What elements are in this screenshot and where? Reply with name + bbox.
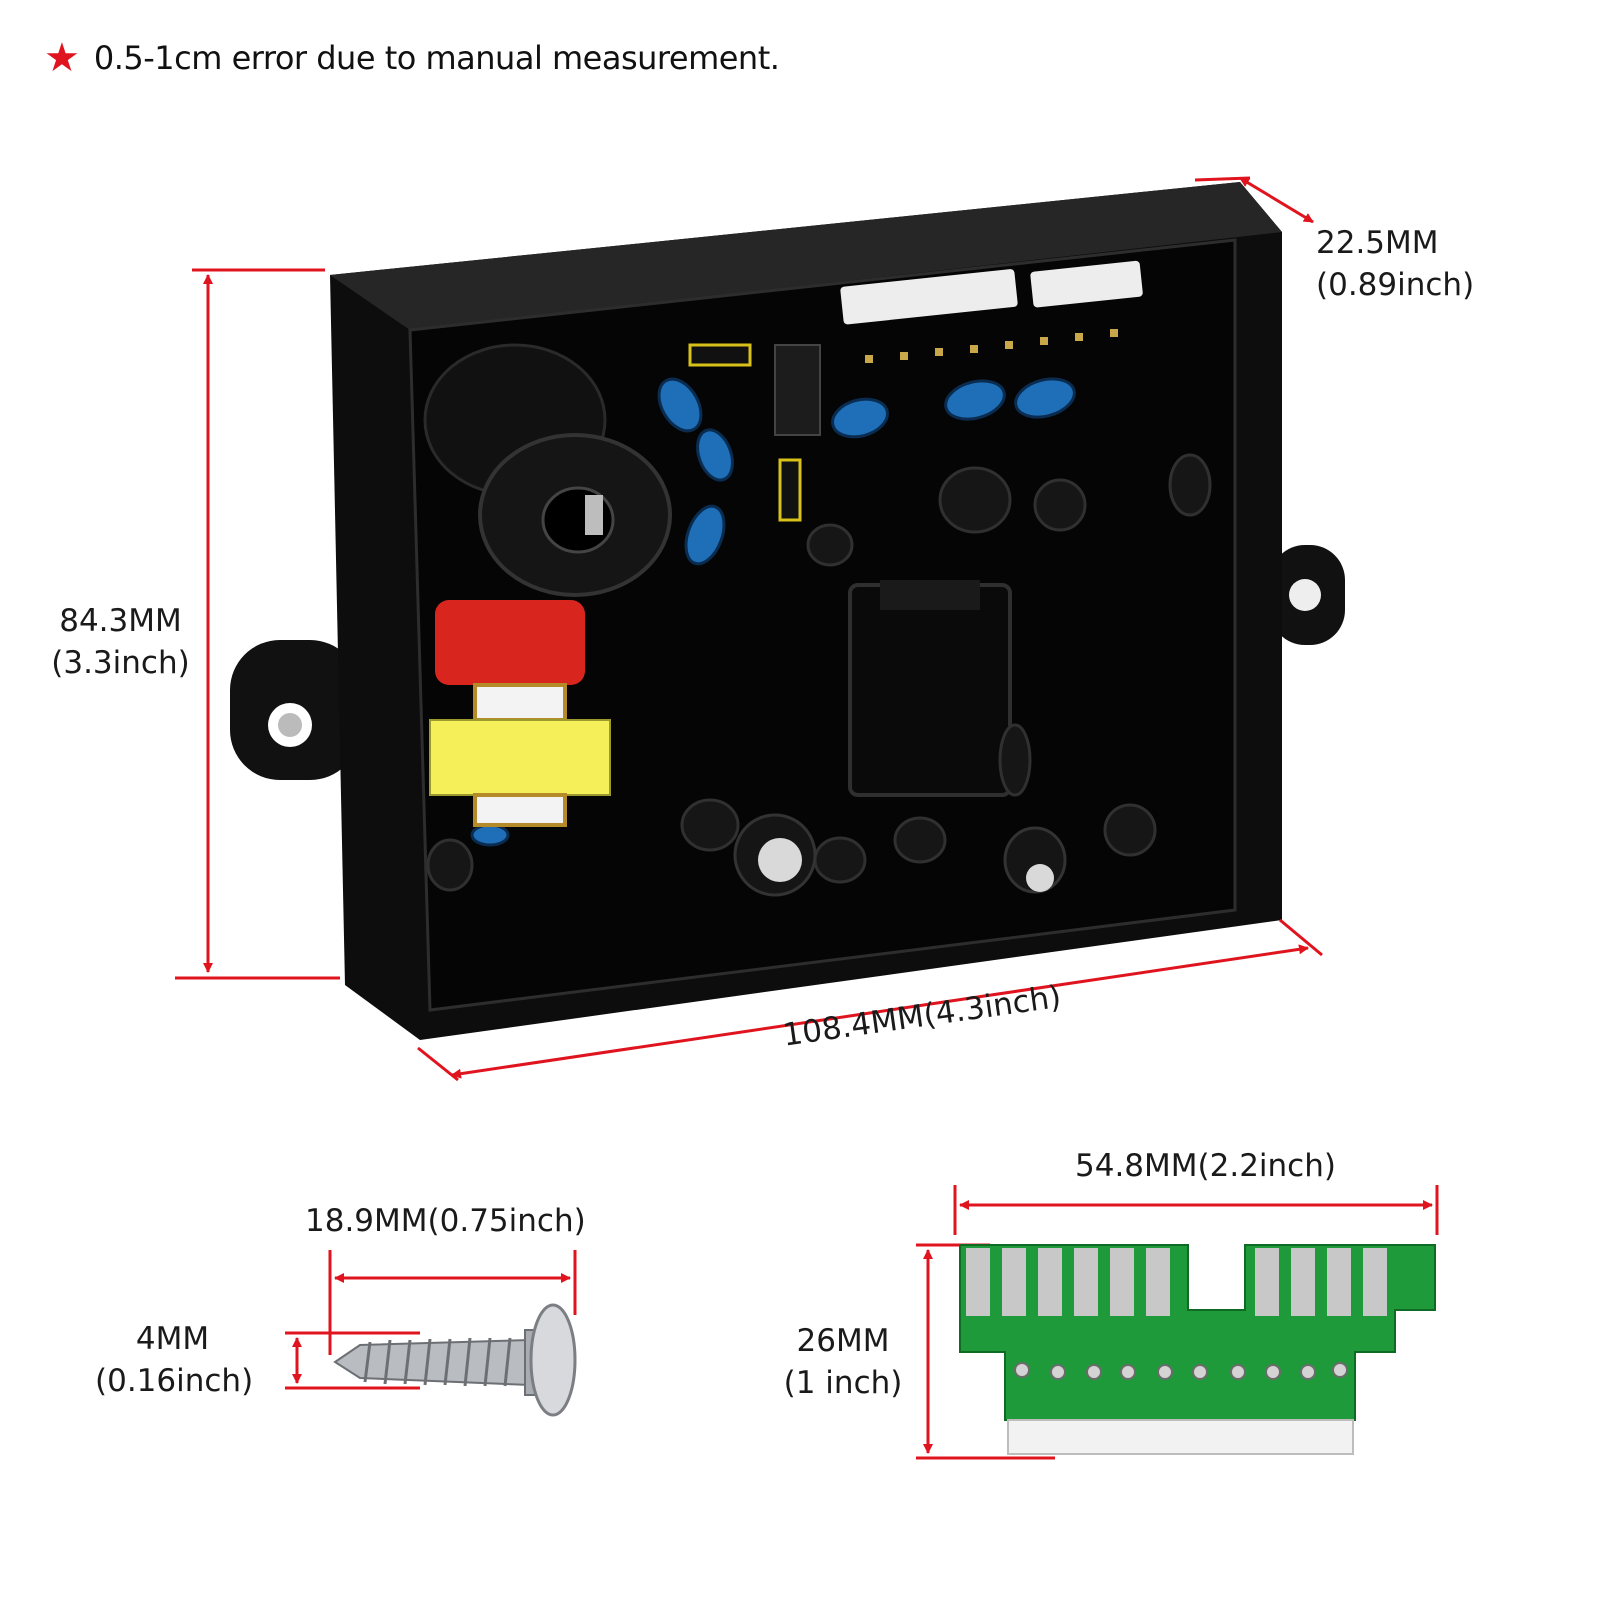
- height-label: 84.3MM (3.3inch): [48, 600, 193, 684]
- mounting-tab-left: [230, 640, 360, 780]
- note-text: 0.5-1cm error due to manual measurement.: [93, 39, 780, 77]
- connector-height-label: 26MM (1 inch): [783, 1320, 903, 1404]
- mounting-tab-right: [1270, 545, 1345, 645]
- depth-label: 22.5MM (0.89inch): [1316, 222, 1474, 306]
- control-board: [230, 182, 1345, 1040]
- screw: [333, 1303, 577, 1417]
- screw-diameter-inch: (0.16inch): [95, 1363, 254, 1399]
- connector-height-mm: 26MM: [796, 1323, 890, 1359]
- screw-length: 18.9MM(0.75inch): [305, 1203, 586, 1239]
- transformer: [429, 683, 611, 827]
- depth-mm: 22.5MM: [1316, 225, 1439, 261]
- connector-width: 54.8MM(2.2inch): [1075, 1148, 1336, 1184]
- star-icon: ★: [44, 35, 80, 81]
- dimension-lines: [175, 176, 1439, 1460]
- screw-length-label: 18.9MM(0.75inch): [305, 1200, 586, 1242]
- relay: [848, 583, 1012, 797]
- board-recess: [408, 238, 1237, 1012]
- height-inch: (3.3inch): [51, 645, 190, 681]
- red-capacitor: [435, 600, 585, 685]
- depth-inch: (0.89inch): [1316, 267, 1475, 303]
- screw-diameter-mm: 4MM: [135, 1321, 210, 1357]
- connector-height-inch: (1 inch): [783, 1365, 903, 1401]
- measurement-note: ★ 0.5-1cm error due to manual measuremen…: [44, 35, 780, 81]
- connector-width-label: 54.8MM(2.2inch): [1075, 1145, 1336, 1187]
- screw-diameter-label: 4MM (0.16inch): [95, 1318, 254, 1402]
- connector-pcb: [959, 1244, 1436, 1455]
- height-mm: 84.3MM: [59, 603, 182, 639]
